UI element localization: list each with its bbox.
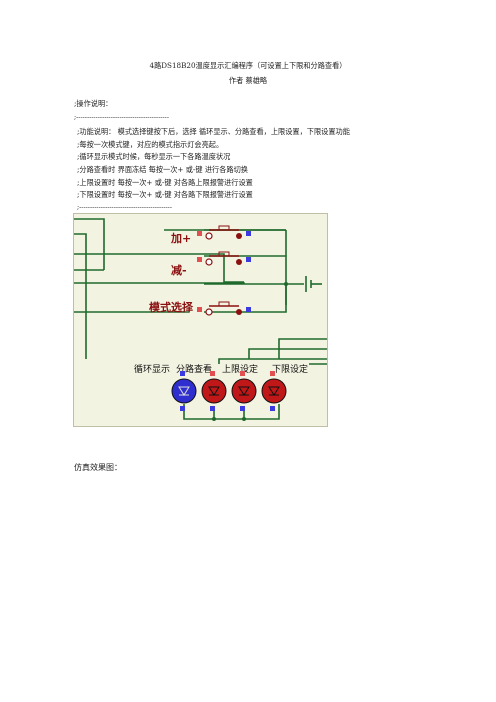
- ops-header: ;操作说明：: [74, 99, 113, 108]
- instruction-line: ;上限设置时 每按一次+ 或-键 对各路上限报警进行设置: [77, 178, 253, 187]
- led-label: 上限设定: [222, 363, 258, 375]
- separator-top: ;---------------------------------------…: [74, 113, 170, 121]
- instruction-line: ;下限设置时 每按一次+ 或-键 对各路下限报警进行设置: [77, 190, 253, 199]
- button-label-plus: 加+: [170, 231, 191, 245]
- push-button: [197, 251, 251, 266]
- push-button: [197, 225, 251, 240]
- led-icon: [201, 371, 227, 411]
- separator-bottom: ;---------------------------------------…: [77, 203, 173, 211]
- button-label-minus: 减-: [171, 263, 187, 277]
- battery-symbol: [305, 276, 322, 292]
- push-buttons: [197, 225, 251, 316]
- led-label: 下限设定: [272, 363, 308, 375]
- schematic-drawing: 加+ 减- 模式选择 循环显示 分路查看 上限设定 下限设定: [74, 218, 327, 421]
- led-icon: [231, 371, 257, 411]
- simulation-label: 仿真效果图：: [74, 463, 122, 472]
- button-label-mode: 模式选择: [149, 300, 194, 314]
- doc-title: 4路DS18B20温度显示汇编程序（可设置上下限和分路查看）: [149, 61, 347, 70]
- instruction-line: ;循环显示模式时候，每秒显示一下各路温度状况: [77, 152, 231, 161]
- schematic-image: 加+ 减- 模式选择 循环显示 分路查看 上限设定 下限设定: [73, 213, 328, 427]
- instruction-line: ;分路查看时 界面冻结 每按一次+ 或-键 进行各路切换: [77, 165, 248, 174]
- instruction-line: ;每按一次模式键，对应的模式指示灯会亮起。: [77, 140, 224, 149]
- led-icon: [261, 371, 287, 411]
- wires: [74, 218, 327, 420]
- push-button: [197, 301, 251, 316]
- doc-author: 作者 蔡雄略: [228, 76, 268, 85]
- led-label: 分路查看: [176, 363, 212, 375]
- wire-nodes: [212, 282, 288, 421]
- instruction-line: ;功能说明： 模式选择键按下后，选择 循环显示、分路查看，上限设置，下限设置功能: [77, 127, 350, 136]
- led-label: 循环显示: [134, 363, 170, 375]
- led-icon: [171, 371, 197, 411]
- led-indicators: [171, 371, 287, 411]
